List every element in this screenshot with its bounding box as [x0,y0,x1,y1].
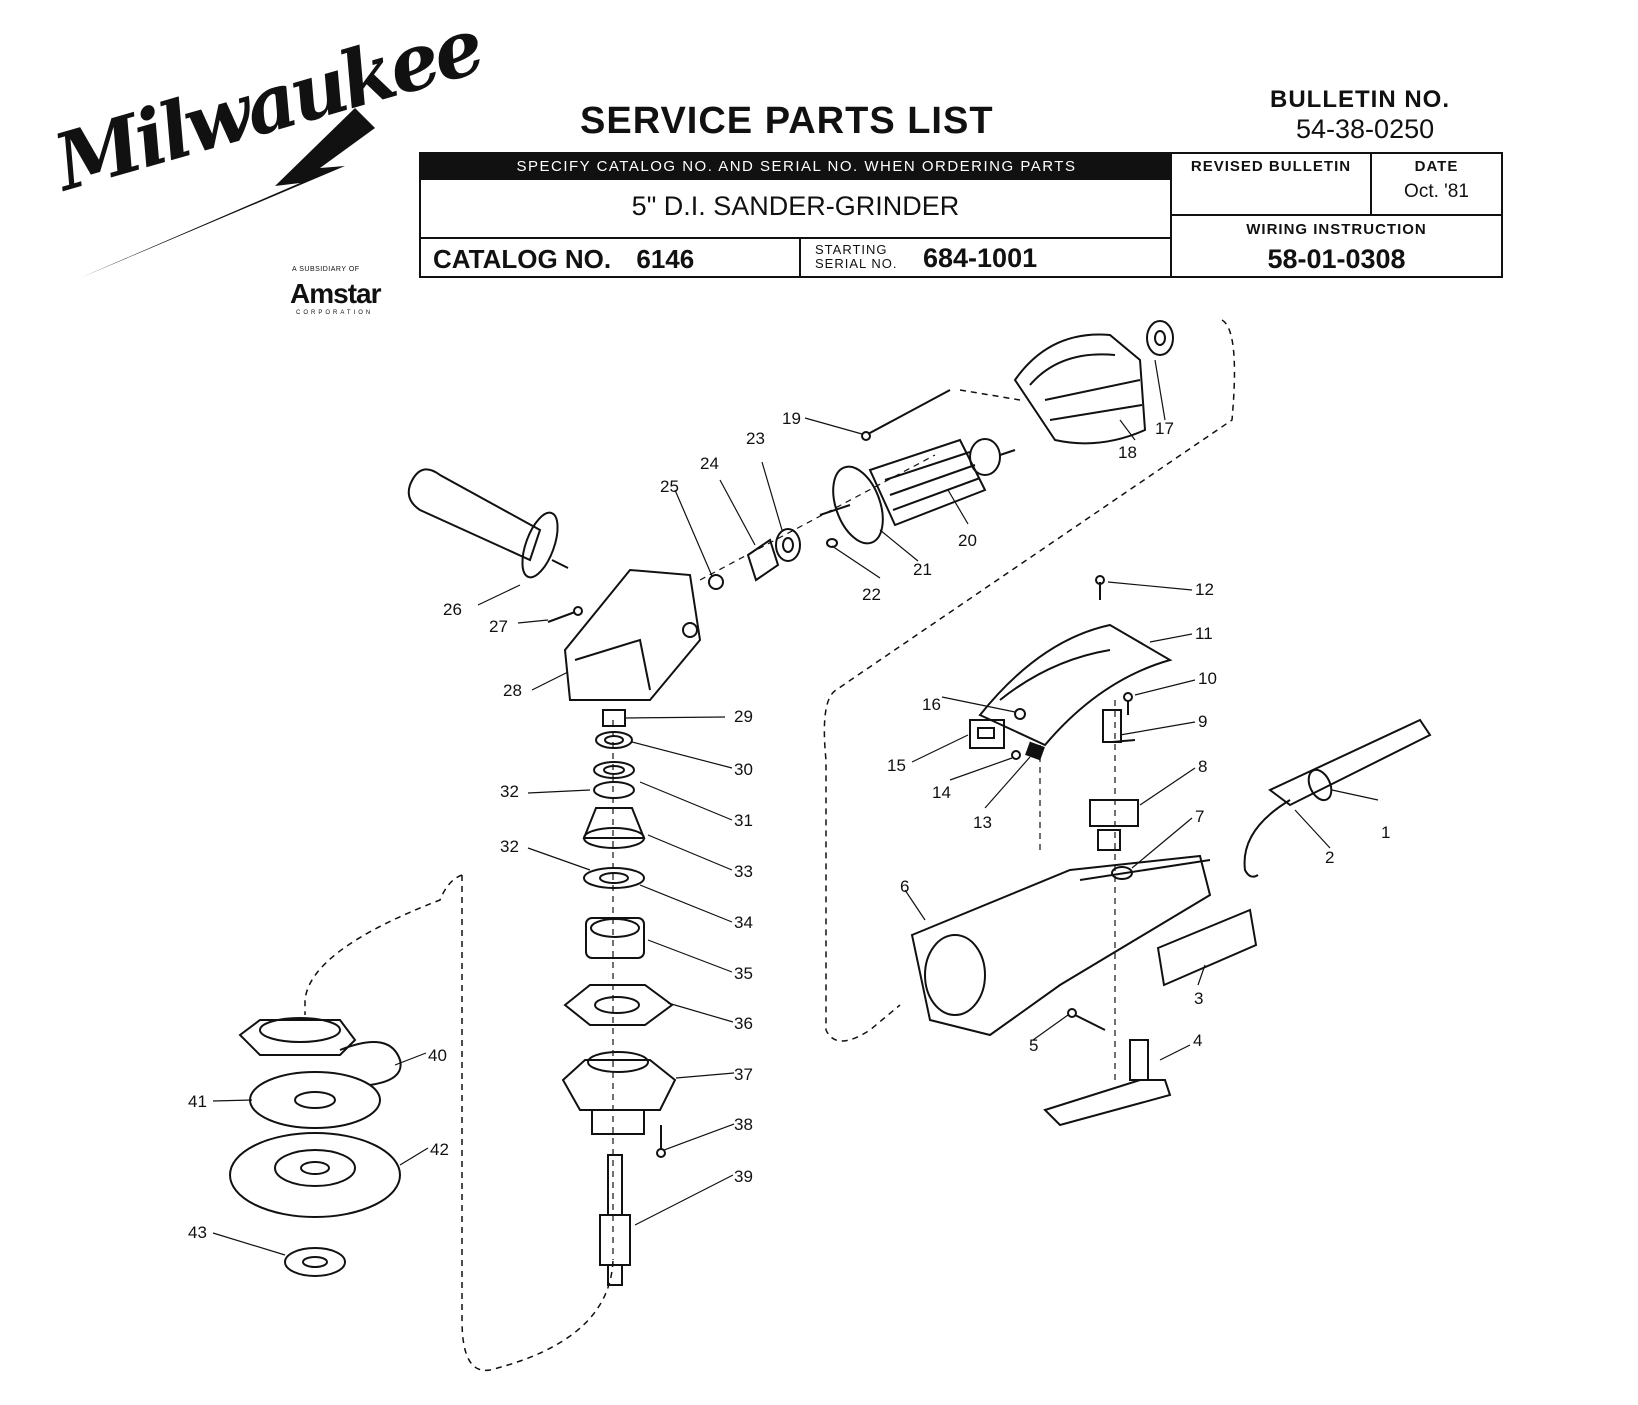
callout-1: 1 [1381,823,1390,842]
callout-2: 2 [1325,848,1334,867]
serial-label-line-1: STARTING [815,242,888,257]
callout-30: 30 [734,760,753,779]
callout-29: 29 [734,707,753,726]
wiring-cell: WIRING INSTRUCTION 58-01-0308 [1172,214,1501,278]
callout-42: 42 [430,1140,449,1159]
callout-33: 33 [734,862,753,881]
milwaukee-logo: Milwaukee A SUBSIDIARY OF Amstar CORPORA… [45,1,490,316]
bulletin-label: BULLETIN NO. [1270,86,1450,113]
callout-4: 4 [1193,1031,1202,1050]
callout-9: 9 [1198,712,1207,731]
callout-11: 11 [1195,624,1213,643]
callout-39: 39 [734,1167,753,1186]
callout-43: 43 [188,1223,207,1242]
wiring-label: WIRING INSTRUCTION [1246,221,1427,238]
callout-16: 16 [922,695,941,714]
callout-15: 15 [887,756,906,775]
date-label: DATE [1414,158,1459,175]
callout-40: 40 [428,1046,447,1065]
callout-19: 19 [782,409,801,428]
callout-37: 37 [734,1065,753,1084]
serial-cell: STARTING SERIAL NO. 684-1001 [801,237,1172,278]
catalog-cell: CATALOG NO. 6146 [421,237,801,278]
serial-label-line-2: SERIAL NO. [815,256,898,271]
revised-bulletin-cell: REVISED BULLETIN [1172,154,1372,214]
serial-label: STARTING SERIAL NO. [815,243,897,271]
callout-41: 41 [188,1092,207,1111]
logo-subsidiary-text: A SUBSIDIARY OF [292,266,360,273]
callout-36: 36 [734,1014,753,1033]
callout-38: 38 [734,1115,753,1134]
exploded-parts-diagram: 1 2 3 4 5 6 7 8 9 10 11 12 13 14 15 16 1… [188,319,1432,1372]
callout-14: 14 [932,783,951,802]
product-name: 5" D.I. SANDER-GRINDER [421,180,1172,237]
catalog-number: 6146 [636,244,695,274]
logo-corporation-text: CORPORATION [296,310,374,316]
page-title: SERVICE PARTS LIST [580,100,994,142]
date-value: Oct. '81 [1404,181,1469,202]
callout-6: 6 [900,877,909,896]
lightning-bolt-icon [80,108,375,278]
callout-23: 23 [746,429,765,448]
date-cell: DATE Oct. '81 [1372,154,1501,214]
callout-32a: 32 [500,782,519,801]
callout-24: 24 [700,454,719,473]
callout-18: 18 [1118,443,1137,462]
callout-12: 12 [1195,580,1214,599]
callout-25: 25 [660,477,679,496]
callout-21: 21 [913,560,932,579]
callout-13: 13 [973,813,992,832]
callout-7: 7 [1195,807,1204,826]
header-table: SPECIFY CATALOG NO. AND SERIAL NO. WHEN … [419,152,1503,278]
callout-27: 27 [489,617,508,636]
logo-amstar: Amstar [290,278,381,309]
callout-34: 34 [734,913,753,932]
callout-26: 26 [443,600,462,619]
catalog-label: CATALOG NO. [433,244,612,274]
serial-number: 684-1001 [923,243,1038,273]
callout-28: 28 [503,681,522,700]
callout-20: 20 [958,531,977,550]
revised-bulletin-label: REVISED BULLETIN [1190,158,1352,175]
callout-32b: 32 [500,837,519,856]
callout-35: 35 [734,964,753,983]
callout-10: 10 [1198,669,1217,688]
wiring-number: 58-01-0308 [1267,244,1406,274]
bulletin-number: 54-38-0250 [1296,114,1435,144]
callout-8: 8 [1198,757,1207,776]
callout-5: 5 [1029,1036,1038,1055]
callout-22: 22 [862,585,881,604]
specify-note: SPECIFY CATALOG NO. AND SERIAL NO. WHEN … [421,154,1172,180]
callout-31: 31 [734,811,753,830]
callout-17: 17 [1155,419,1174,438]
callout-3: 3 [1194,989,1203,1008]
